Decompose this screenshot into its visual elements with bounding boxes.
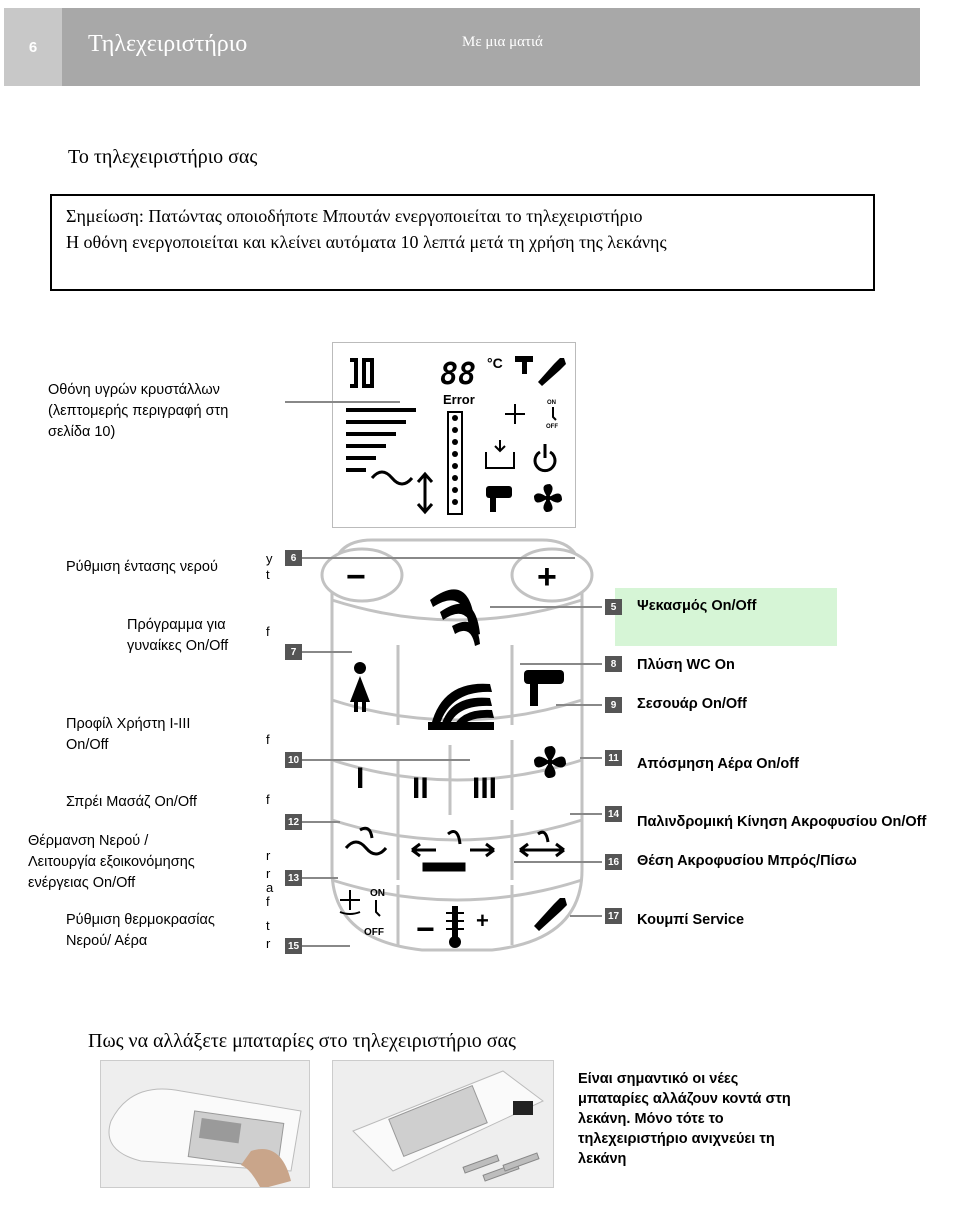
fragment: t — [266, 567, 270, 582]
header-subtitle: Με μια ματιά — [462, 34, 543, 50]
nozzle-position-label: Θέση Ακροφυσίου Μπρός/Πίσω — [637, 853, 857, 869]
water-pressure-label: Ρύθμιση έντασης νερού — [66, 559, 218, 575]
spray-highlight — [615, 588, 837, 646]
fragment: f — [266, 624, 270, 639]
ladies-program-label: Πρόγραμμα για γυναίκες On/Off — [127, 617, 229, 654]
batteries-title: Πως να αλλάξετε μπαταρίες στο τηλεχειρισ… — [88, 1030, 516, 1052]
battery-photo-2 — [332, 1060, 554, 1188]
fragment: y — [266, 551, 273, 566]
page-number: 6 — [28, 38, 38, 56]
badge-13: 13 — [285, 870, 302, 886]
temp-plus-button[interactable]: + — [476, 908, 489, 933]
svg-text:OFF: OFF — [546, 424, 558, 430]
badge-11: 11 — [605, 750, 622, 766]
note-line-2: Η οθόνη ενεργοποιείται και κλείνει αυτόμ… — [66, 232, 667, 252]
note-line-1: Σημείωση: Πατώντας οποιοδήποτε Μπουτάν ε… — [66, 206, 643, 226]
badge-12: 12 — [285, 814, 302, 830]
badge-8: 8 — [605, 656, 622, 672]
oscillating-label: Παλινδρομική Κίνηση Ακροφυσίου On/Off — [637, 814, 927, 830]
ladies-button-icon[interactable] — [350, 662, 370, 712]
profile-2-button[interactable]: II — [412, 772, 429, 805]
profile-1-button[interactable]: I — [356, 762, 364, 795]
dryer-button-icon[interactable] — [524, 670, 564, 706]
fragment: f — [266, 792, 270, 807]
fragment: f — [266, 732, 270, 747]
badge-10: 10 — [285, 752, 302, 768]
fragment: f — [266, 894, 270, 909]
water-heating-label: Θέρμανση Νερού / Λειτουργία εξοικονόμηση… — [28, 833, 195, 891]
fan-small-icon — [505, 404, 525, 424]
nozzle-icon — [515, 356, 533, 374]
temperature-label: Ρύθμιση θερμοκρασίας Νερού/ Αέρα — [66, 912, 215, 949]
oscillating-button-icon[interactable] — [519, 830, 565, 858]
badge-9: 9 — [605, 697, 622, 713]
wc-rinse-label: Πλύση WC On — [637, 657, 735, 673]
air-deodorize-button-icon[interactable] — [534, 746, 566, 778]
leader-lines — [285, 401, 602, 947]
bowl-icon — [485, 440, 515, 469]
header-bar — [4, 8, 920, 86]
level-dots — [447, 411, 463, 515]
badge-15: 15 — [285, 938, 302, 954]
profile-3-button[interactable]: III — [472, 772, 497, 805]
lcd-error: Error — [443, 392, 475, 407]
updown-arrow-icon — [416, 471, 434, 515]
badge-14: 14 — [605, 806, 622, 822]
svg-text:ON: ON — [547, 400, 556, 406]
fragment: r — [266, 936, 271, 951]
badge-6: 6 — [285, 550, 302, 566]
badge-17: 17 — [605, 908, 622, 924]
air-deodorize-label: Απόσμηση Αέρα On/off — [637, 756, 799, 772]
fragment: r — [266, 848, 271, 863]
page-number-box: 6 — [4, 8, 62, 86]
wc-rinse-button-icon[interactable] — [428, 683, 494, 730]
wrench-icon — [538, 358, 566, 386]
fan-lcd-icon — [534, 484, 562, 512]
service-button-icon[interactable] — [534, 898, 567, 931]
water-heating-button-icon[interactable] — [339, 890, 381, 917]
spray-button-icon[interactable] — [430, 589, 480, 646]
fragment: a — [266, 880, 274, 895]
battery-photo-1 — [100, 1060, 310, 1188]
badge-7: 7 — [285, 644, 302, 660]
remote-body — [320, 538, 594, 952]
off-label: OFF — [364, 927, 384, 938]
power-icon — [533, 444, 557, 473]
lcd-label: Οθόνη υγρών κρυστάλλων (λεπτομερής περιγ… — [48, 382, 229, 440]
wave-icon — [370, 470, 414, 486]
lcd-unit: °C — [487, 355, 503, 371]
massage-spray-label: Σπρέι Μασάζ On/Off — [66, 794, 197, 810]
fragment: t — [266, 918, 270, 933]
thermometer-icon — [446, 906, 464, 948]
pressure-plus-button[interactable]: + — [537, 558, 557, 596]
pressure-minus-button[interactable]: − — [346, 558, 366, 596]
header-title: Τηλεχειριστήριο — [88, 31, 248, 57]
lcd-battery-icon — [350, 358, 374, 388]
spray-label: Ψεκασμός On/Off — [637, 598, 757, 614]
service-label: Κουμπί Service — [637, 912, 745, 928]
on-label: ON — [370, 888, 385, 899]
massage-button-icon[interactable] — [344, 826, 388, 856]
badge-16: 16 — [605, 854, 622, 870]
temp-minus-button[interactable]: − — [416, 911, 435, 947]
dryer-label: Σεσουάρ On/Off — [637, 696, 747, 712]
pressure-bars — [346, 408, 416, 472]
heat-onoff-icon: ON OFF — [546, 400, 558, 430]
lcd-digits: 88 — [440, 357, 476, 392]
dryer-lcd-icon — [486, 486, 512, 512]
batteries-note: Είναι σημαντικό οι νέες μπαταρίες αλλάζο… — [578, 1071, 791, 1167]
section-title: Το τηλεχειριστήριο σας — [68, 146, 258, 168]
badge-5: 5 — [605, 599, 622, 615]
nozzle-position-button-icon[interactable] — [411, 830, 495, 872]
user-profile-label: Προφίλ Χρήστη I-III On/Off — [66, 716, 191, 753]
note-box — [50, 194, 875, 291]
fragment: r — [266, 866, 271, 881]
